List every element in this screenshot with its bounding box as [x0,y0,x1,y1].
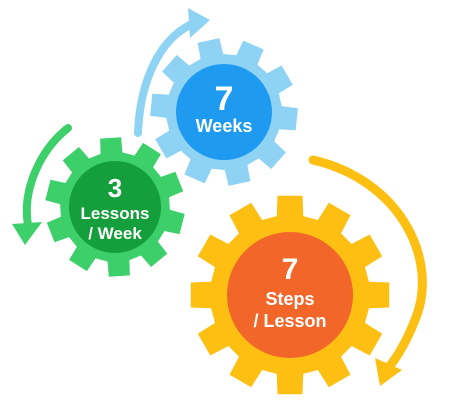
weeks-number: 7 [215,80,234,118]
weeks-label: Weeks [196,116,253,136]
lessons-number: 3 [108,173,122,203]
steps-label: Steps [265,289,314,309]
weeks-arrow [134,8,210,137]
steps-arrow [308,155,427,386]
lessons-gear: 3 Lessons / Week [45,137,185,277]
lessons-sublabel: / Week [88,224,142,243]
weeks-gear-hub [176,64,272,160]
steps-sublabel: / Lesson [253,311,326,331]
steps-gear: 7 Steps / Lesson [190,195,390,395]
lessons-label: Lessons [81,204,150,223]
steps-number: 7 [282,253,299,286]
lessons-gear-hub [69,161,161,253]
lessons-arrow [12,124,72,245]
weeks-gear: 7 Weeks [150,38,298,186]
steps-gear-hub [227,232,353,358]
